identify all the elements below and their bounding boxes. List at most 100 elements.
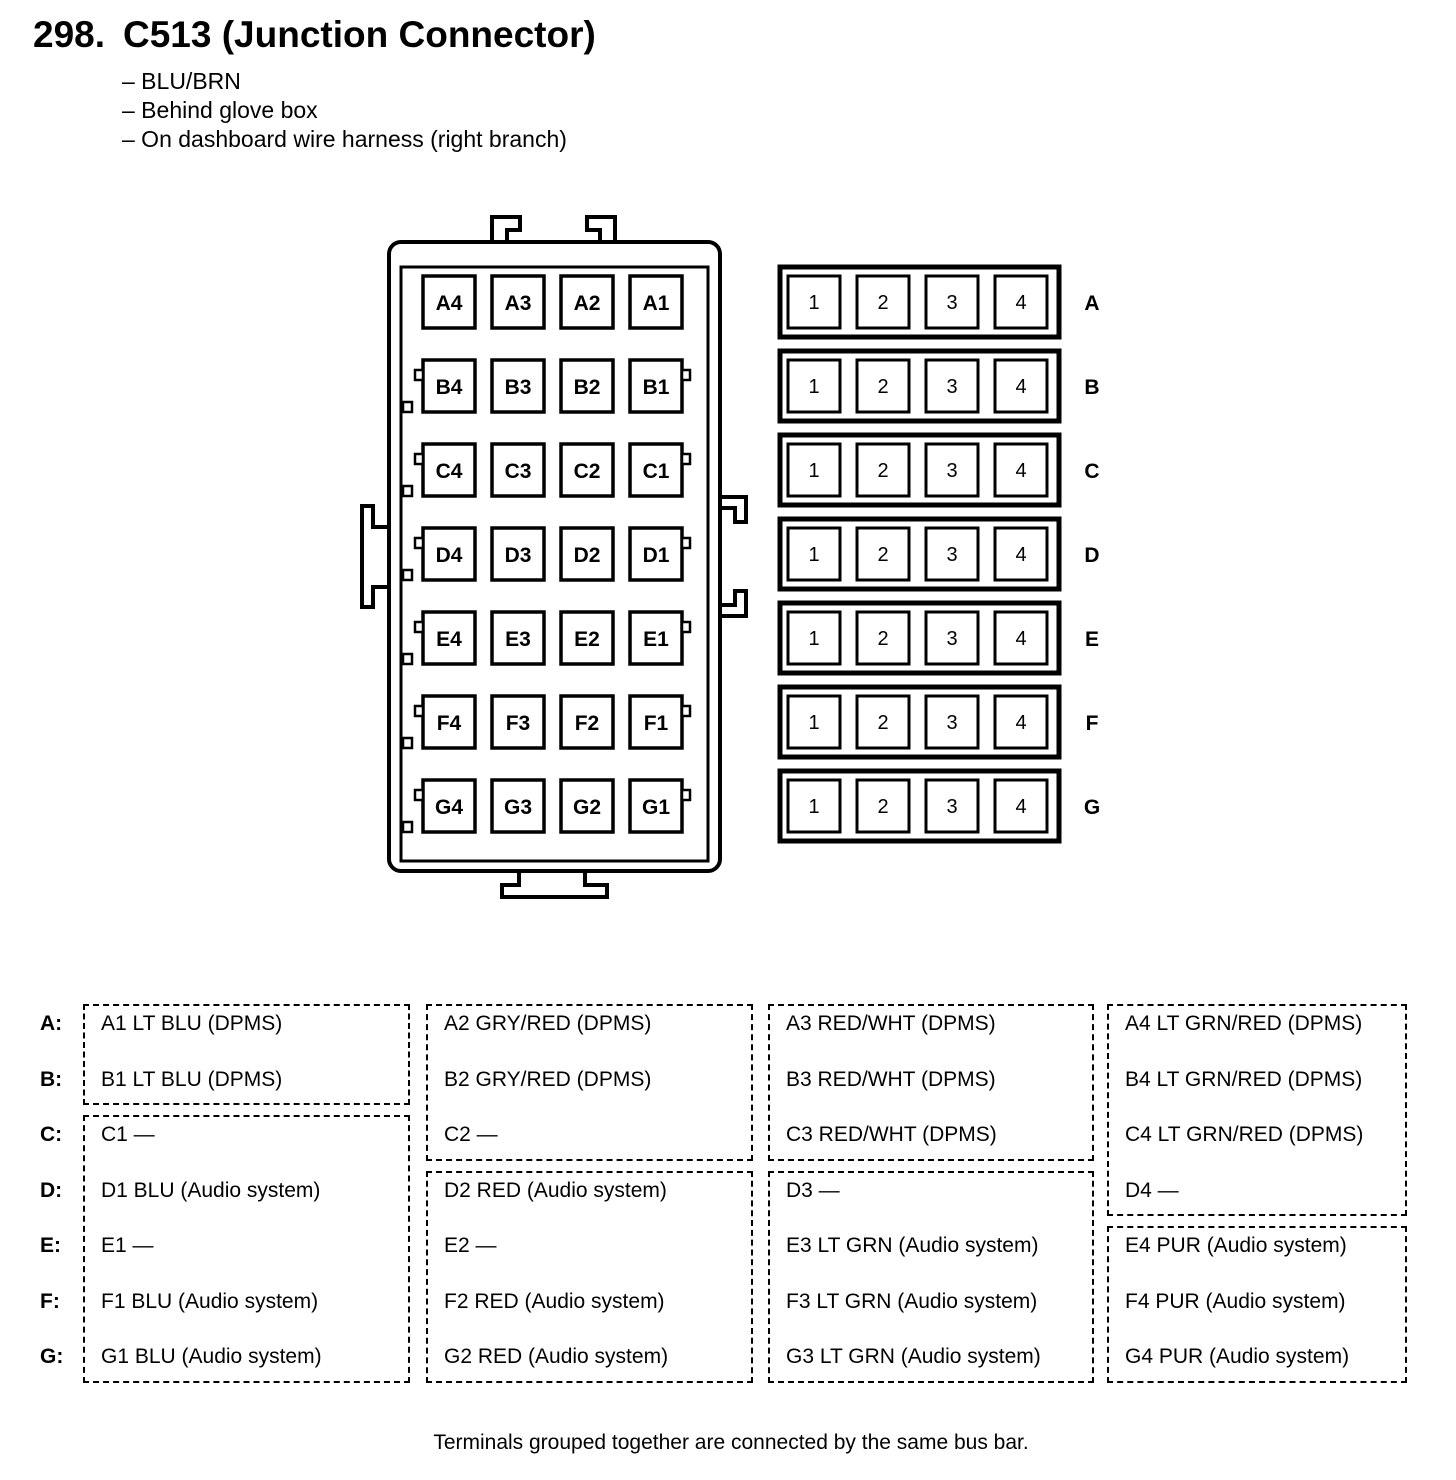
bus-bar-row-label: G [1084,796,1100,819]
pinout-row-label: A: [40,1012,63,1035]
bus-bar-terminal [924,694,980,750]
bus-bar-terminal-label: 4 [1015,292,1026,314]
bus-bar-terminal [924,358,980,414]
bus-bar-terminal [855,358,911,414]
cavity-label-E4: E4 [436,628,462,651]
pinout-entry: E1 — [101,1234,154,1257]
bus-bar-terminal [786,442,842,498]
bus-bar-terminal-label: 2 [877,376,888,398]
bus-bar-terminal-label: 1 [808,292,819,314]
bus-bar-terminal-label: 3 [946,544,957,566]
connector-title: C513 (Junction Connector) [123,14,596,55]
bus-bar-terminal [993,274,1049,330]
cavity-label-G2: G2 [573,796,601,819]
bus-bar-terminal-label: 1 [808,376,819,398]
bus-bar-terminal-label: 1 [808,628,819,650]
bus-bar-terminal [855,694,911,750]
bus-bar-terminal [924,526,980,582]
cavity-label-E1: E1 [643,628,669,651]
bus-bar-terminal [855,274,911,330]
bus-bar-terminal [855,526,911,582]
bus-bar-terminal-label: 3 [946,796,957,818]
cavity-F3 [490,694,546,750]
pinout-entry: F1 BLU (Audio system) [101,1289,319,1313]
cavity-label-A4: A4 [436,292,463,315]
pinout-entry: C1 — [101,1123,155,1146]
row-lock-notch [401,400,414,414]
cavity-notch [413,368,425,382]
pinout-entry: D1 BLU (Audio system) [101,1178,321,1202]
cavity-B1 [628,358,684,414]
bus-bar-group [426,1170,753,1383]
cavity-label-F2: F2 [575,712,600,735]
pinout-entry: A4 LT GRN/RED (DPMS) [1125,1012,1363,1035]
cavity-E3 [490,610,546,666]
pinout-row-label: C: [40,1123,63,1146]
bus-bar-terminal-label: 2 [877,292,888,314]
pinout-entry: E2 — [444,1234,497,1257]
detail-color: – BLU/BRN [122,68,241,94]
cavity-label-G3: G3 [504,796,532,819]
row-lock-notch [401,568,414,582]
pinout-row-label: B: [40,1067,63,1091]
pinout-row-label: E: [40,1234,61,1257]
pinout-entry: D3 — [786,1178,840,1202]
cavity-B2 [559,358,615,414]
cavity-G3 [490,778,546,834]
bus-bar-row-D [777,516,1062,592]
bus-bar-terminal-label: 4 [1015,712,1026,734]
bus-bar-terminal [855,442,911,498]
cavity-A1 [628,274,684,330]
cavity-label-C4: C4 [436,460,463,483]
bus-bar-row-C [777,432,1062,508]
pinout-row-label: D: [40,1178,63,1202]
pinout-entry: D4 — [1125,1178,1179,1202]
pinout-entry: B1 LT BLU (DPMS) [101,1067,283,1091]
bus-bar-row-label: C [1084,460,1099,483]
pinout-entry: A2 GRY/RED (DPMS) [444,1012,652,1035]
detail-harness: – On dashboard wire harness (right branc… [122,126,567,152]
bus-bar-row-label: E [1085,628,1099,651]
cavity-F4 [421,694,477,750]
pinout-entry: F2 RED (Audio system) [444,1289,665,1313]
cavity-label-G4: G4 [435,796,463,819]
bus-bar-terminal [993,610,1049,666]
bus-bar-terminal-label: 2 [877,628,888,650]
bus-bar-group [1107,1226,1407,1383]
top-latch-right [585,215,617,242]
cavity-G1 [628,778,684,834]
bus-bar-terminal [786,694,842,750]
cavity-D1 [628,526,684,582]
cavity-C4 [421,442,477,498]
cavity-G2 [559,778,615,834]
cavity-label-B1: B1 [643,376,670,399]
top-latch-left [490,215,522,242]
row-lock-notch [401,820,414,834]
cavity-label-A3: A3 [505,292,532,315]
pinout-entry: C2 — [444,1123,498,1146]
cavity-C3 [490,442,546,498]
cavity-notch [680,788,692,802]
bus-bar-group [83,1115,410,1383]
connector-housing [387,240,722,873]
pinout-entry: A1 LT BLU (DPMS) [101,1012,283,1035]
pinout-row-label: G: [40,1345,64,1368]
bus-bar-terminal [993,442,1049,498]
bus-bar-row-G [777,768,1062,844]
bus-bar-terminal [993,694,1049,750]
cavity-notch [413,536,425,550]
side-lock-left [360,504,389,609]
bus-bar-terminal-label: 4 [1015,376,1026,398]
bus-bar-group [1107,1004,1407,1216]
cavity-notch [413,788,425,802]
pinout-entry: F4 PUR (Audio system) [1125,1289,1346,1313]
row-lock-notch [401,652,414,666]
pinout-entry: G1 BLU (Audio system) [101,1345,322,1368]
bus-bar-terminal-label: 2 [877,544,888,566]
bus-bar-terminal-label: 1 [808,796,819,818]
cavity-label-E2: E2 [574,628,600,651]
page-title: 298.C513 (Junction Connector) [33,14,596,56]
cavity-label-B3: B3 [505,376,532,399]
cavity-label-C2: C2 [574,460,601,483]
footnote: Terminals grouped together are connected… [433,1431,1029,1454]
